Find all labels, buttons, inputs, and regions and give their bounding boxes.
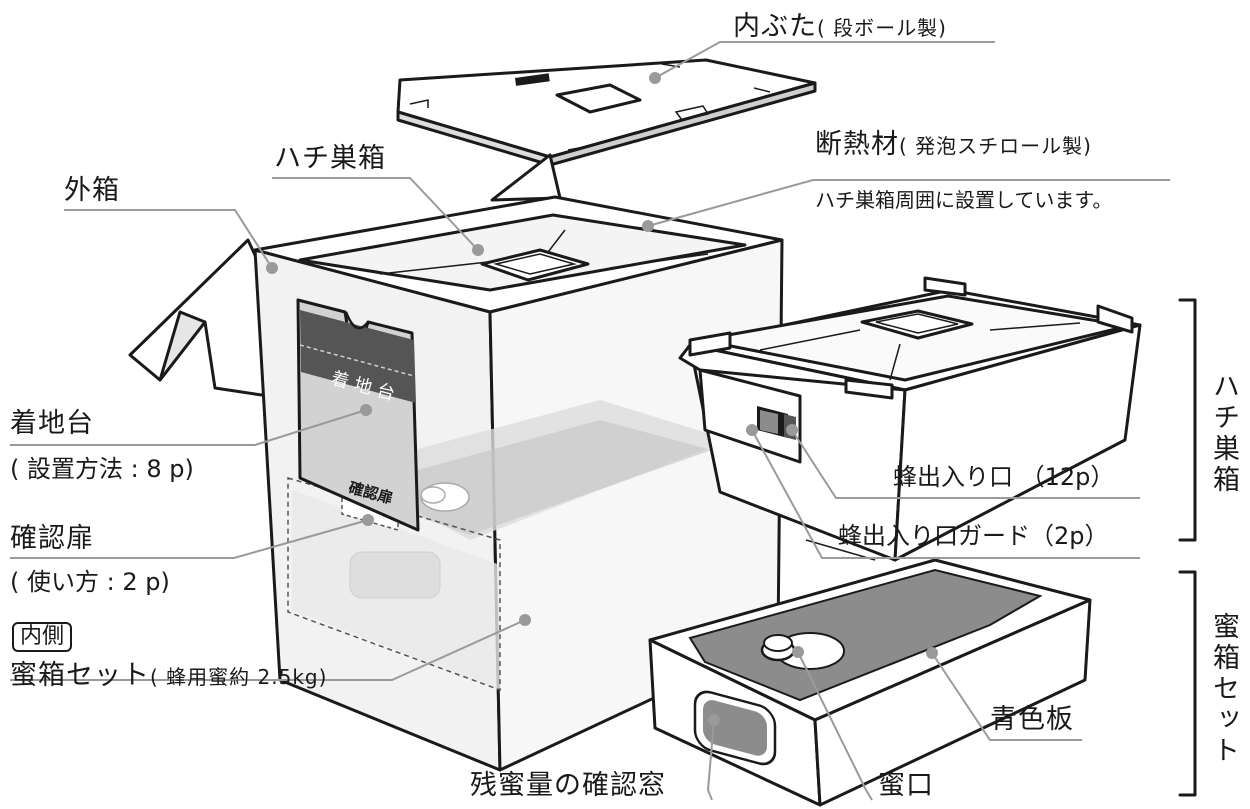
leader-lines (10, 41, 1170, 801)
remaining-window-label: 残蜜量の確認窓 (470, 770, 666, 801)
right-brackets (1178, 298, 1197, 797)
hive-box-label: ハチ巣箱 (274, 143, 386, 174)
insulation-description: ハチ巣箱周囲に設置しています。 (815, 188, 1113, 212)
entrance-guard-label: 蜂出入り口ガード（2p） (838, 522, 1109, 550)
landing-board-ref: ( 設置方法 : 8 p) (10, 455, 194, 483)
bee-entrance-label: 蜂出入り口 （12p） (893, 463, 1115, 491)
inside-tag: 内側 (12, 622, 73, 652)
bracket-honey-label: 蜜箱セット (1208, 612, 1239, 767)
honey-box-drawing (648, 558, 1092, 807)
honey-box-set-label: 蜜箱セット( 蜂用蜜約 2.5kg) (10, 660, 328, 691)
inner-lid-label: 内ぶた( 段ボール製) (733, 11, 947, 42)
landing-board-label: 着地台 (10, 408, 94, 439)
bracket-hive-label: ハチ巣箱 (1208, 372, 1239, 496)
inner-lid-drawing (396, 58, 817, 167)
outer-box-label: 外箱 (64, 175, 120, 206)
hive-box-drawing (678, 276, 1142, 562)
blue-plate-label: 青色板 (990, 704, 1074, 735)
check-door-label: 確認扉 (10, 523, 94, 554)
insulation-label: 断熱材( 発泡スチロール製) (815, 129, 1092, 160)
honey-port-label: 蜜口 (878, 770, 934, 801)
check-door-ref: ( 使い方 : 2 p) (10, 568, 170, 596)
